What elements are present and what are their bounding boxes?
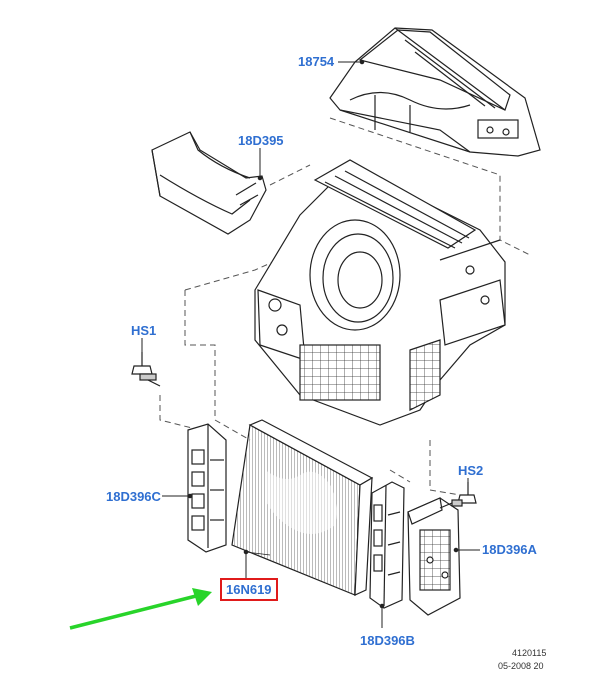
part-label-18D396C: 18D396C [106, 489, 161, 504]
cabin-filter-part [231, 419, 374, 596]
duct-part [151, 131, 267, 235]
heater-housing [254, 159, 506, 426]
part-label-16N619: 16N619 [220, 578, 278, 601]
part-label-18D396B: 18D396B [360, 633, 415, 648]
part-label-18D396A: 18D396A [482, 542, 537, 557]
screw-hs2-part [439, 482, 477, 509]
pointer-arrow [69, 588, 212, 630]
bracket-right-part [407, 497, 461, 616]
screw-hs1-part [131, 352, 161, 387]
leader-lines [141, 59, 480, 628]
ref-date: 05-2008 20 [498, 661, 544, 671]
part-label-hs1: HS1 [131, 323, 157, 338]
part-label-18754: 18754 [298, 54, 335, 69]
bracket-left-part [187, 423, 227, 553]
part-label-18D395: 18D395 [238, 133, 284, 148]
bracket-center-part [369, 481, 405, 609]
part-label-hs2: HS2 [458, 463, 484, 478]
ref-code: 4120115 [512, 648, 547, 658]
upper-housing-part [329, 27, 541, 157]
